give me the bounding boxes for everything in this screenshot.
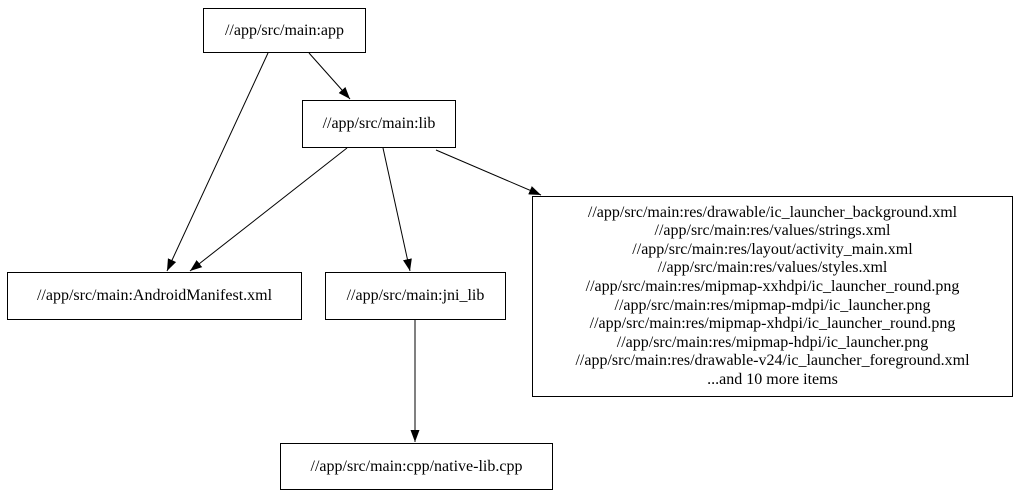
- graph-node-android-manifest-label: //app/src/main:AndroidManifest.xml: [36, 287, 273, 304]
- edge-app-to-lib: [308, 52, 351, 100]
- graph-node-jni-lib-label: //app/src/main:jni_lib: [346, 287, 485, 304]
- resource-item: //app/src/main:res/layout/activity_main.…: [632, 240, 913, 258]
- graph-node-app: //app/src/main:app: [203, 8, 366, 53]
- resource-item: //app/src/main:res/mipmap-xhdpi/ic_launc…: [589, 315, 956, 333]
- graph-node-native-lib-cpp-label: //app/src/main:cpp/native-lib.cpp: [310, 457, 523, 475]
- edge-app-to-manifest: [166, 52, 269, 272]
- resource-item: //app/src/main:res/mipmap-hdpi/ic_launch…: [616, 333, 929, 351]
- edge-lib-to-resources: [435, 149, 542, 196]
- graph-node-app-label: //app/src/main:app: [224, 21, 345, 39]
- graph-node-lib: //app/src/main:lib: [302, 100, 456, 148]
- graph-node-lib-label: //app/src/main:lib: [322, 115, 436, 132]
- resource-item: //app/src/main:res/mipmap-mdpi/ic_launch…: [614, 296, 931, 314]
- resource-item: //app/src/main:res/drawable/ic_launcher_…: [587, 203, 958, 221]
- resource-more-items: ...and 10 more items: [707, 370, 838, 388]
- graph-node-jni-lib: //app/src/main:jni_lib: [325, 272, 506, 320]
- edge-lib-to-manifest: [189, 147, 348, 272]
- graph-node-resources: //app/src/main:res/drawable/ic_launcher_…: [532, 196, 1013, 397]
- resource-item: //app/src/main:res/drawable-v24/ic_launc…: [575, 352, 970, 370]
- resource-item: //app/src/main:res/mipmap-xxhdpi/ic_laun…: [585, 277, 960, 295]
- resource-item: //app/src/main:res/values/styles.xml: [657, 259, 888, 277]
- graph-node-native-lib-cpp: //app/src/main:cpp/native-lib.cpp: [280, 443, 553, 490]
- graph-node-android-manifest: //app/src/main:AndroidManifest.xml: [7, 272, 302, 320]
- edge-lib-to-jni-lib: [382, 147, 412, 272]
- resource-item: //app/src/main:res/values/strings.xml: [654, 222, 891, 240]
